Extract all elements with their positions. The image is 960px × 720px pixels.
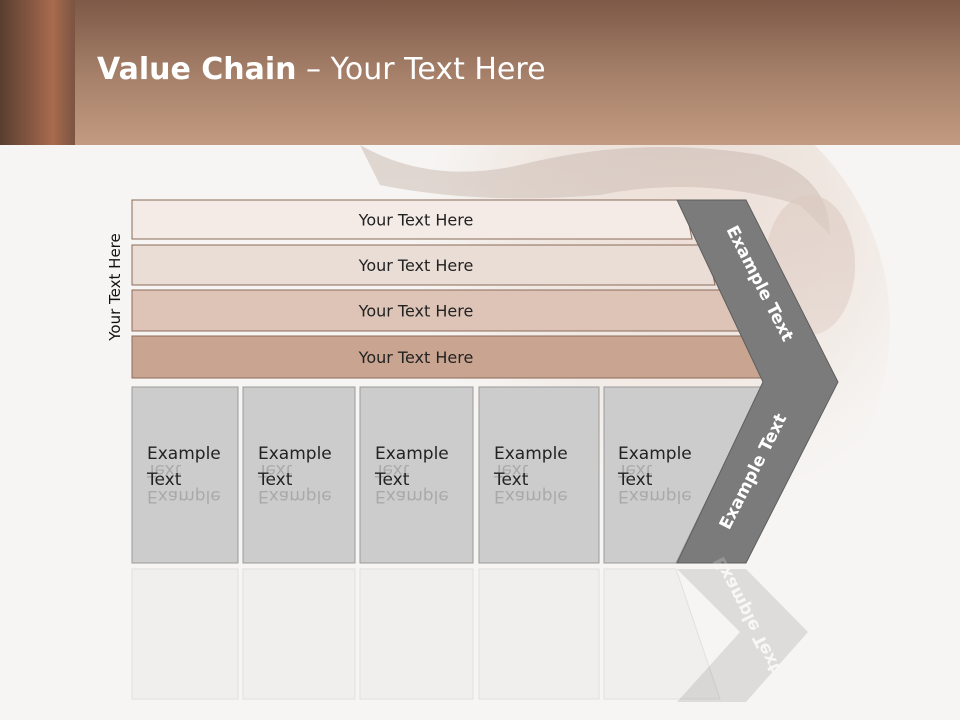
reflection-box — [131, 568, 239, 700]
reflection-line1: Example — [494, 486, 568, 506]
primary-box-line2: Text — [146, 470, 182, 490]
reflection-line2: Text — [146, 460, 182, 480]
reflection-box — [478, 568, 600, 700]
reflection-line2: Text — [257, 460, 293, 480]
primary-box-line2: Text — [257, 470, 293, 490]
support-row-1 — [131, 199, 693, 240]
reflection-box — [242, 568, 356, 700]
support-row-2 — [131, 244, 716, 286]
reflection-line2: Text — [617, 460, 653, 480]
reflection-line1: Example — [258, 486, 332, 506]
primary-box-line1: Example — [494, 444, 568, 464]
support-row-label: Your Text Here — [358, 211, 474, 230]
primary-box-line1: Example — [618, 444, 692, 464]
header-accent-bar — [0, 0, 75, 145]
primary-box-line1: Example — [375, 444, 449, 464]
title-rest: – Your Text Here — [296, 52, 546, 87]
reflection-box — [359, 568, 474, 700]
chevron-reflection-shape — [677, 569, 808, 702]
support-row-label: Your Text Here — [358, 302, 474, 321]
primary-box-2 — [242, 386, 356, 564]
reflection-box — [603, 568, 721, 700]
slide-title: Value Chain – Your Text Here — [97, 52, 546, 87]
support-row-label: Your Text Here — [358, 256, 474, 275]
header-band — [0, 0, 960, 145]
primary-box-line1: Example — [258, 444, 332, 464]
primary-box-line2: Text — [374, 470, 410, 490]
title-bold: Value Chain — [97, 52, 297, 87]
reflection-line1: Example — [147, 486, 221, 506]
reflection-line2: Text — [374, 460, 410, 480]
reflection-line1: Example — [618, 486, 692, 506]
primary-box-line1: Example — [147, 444, 221, 464]
support-row-label: Your Text Here — [358, 348, 474, 367]
primary-box-5 — [603, 386, 763, 564]
primary-box-4 — [478, 386, 600, 564]
primary-box-1 — [131, 386, 239, 564]
primary-box-line2: Text — [617, 470, 653, 490]
reflection-line1: Example — [375, 486, 449, 506]
chevron-reflection: Example Text — [677, 553, 808, 702]
reflection-line2: Text — [493, 460, 529, 480]
primary-box-line2: Text — [493, 470, 529, 490]
margin-chevron — [676, 199, 839, 564]
primary-box-3 — [359, 386, 474, 564]
